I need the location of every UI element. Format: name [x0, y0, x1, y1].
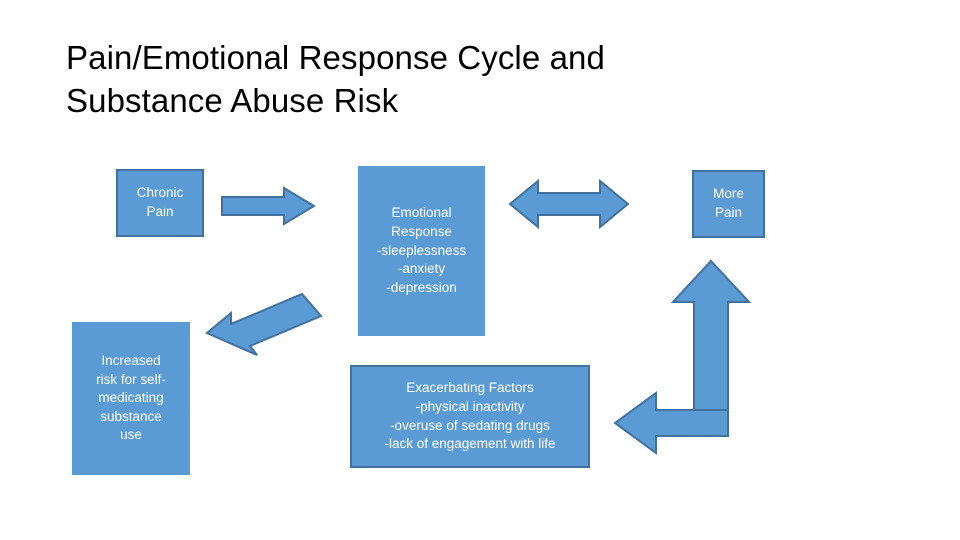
arrow-left-right-icon[interactable]	[508, 178, 630, 230]
arrow-right-icon[interactable]	[220, 186, 316, 226]
node-increased-risk[interactable]: Increased risk for self- medicating subs…	[72, 322, 190, 475]
node-chronic-pain-label: Chronic Pain	[136, 185, 184, 219]
arrow-down-left-icon[interactable]	[205, 292, 323, 358]
page-title: Pain/Emotional Response Cycle and Substa…	[66, 39, 605, 119]
node-increased-risk-label: Increased risk for self- medicating subs…	[96, 352, 166, 443]
node-exacerbating-factors[interactable]: Exacerbating Factors -physical inactivit…	[350, 365, 590, 468]
node-emotional-response-label: Emotional Response -sleeplessness -anxie…	[376, 205, 467, 295]
node-more-pain-label: More Pain	[713, 186, 744, 220]
node-chronic-pain[interactable]: Chronic Pain	[116, 169, 204, 237]
node-more-pain[interactable]: More Pain	[692, 170, 765, 238]
node-exacerbating-factors-label: Exacerbating Factors -physical inactivit…	[384, 380, 556, 452]
node-emotional-response[interactable]: Emotional Response -sleeplessness -anxie…	[358, 166, 485, 336]
arrow-left-icon[interactable]	[612, 390, 730, 456]
